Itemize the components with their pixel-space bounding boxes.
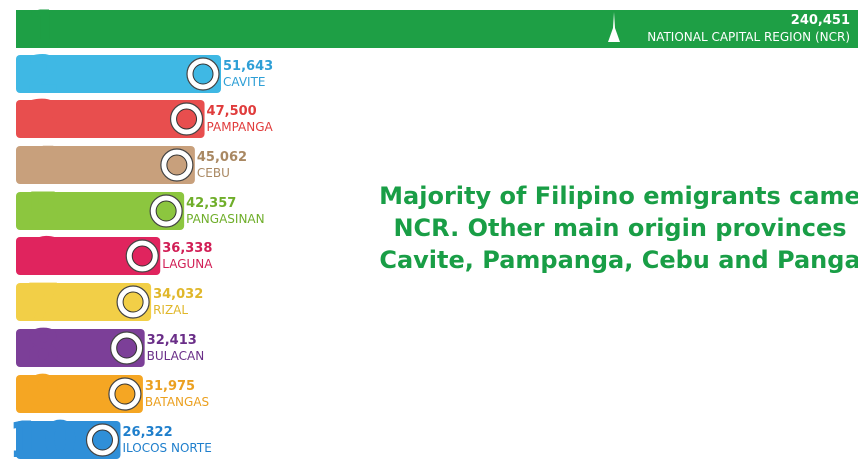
headline-line-3: Cavite, Pampanga, Cebu and Panga	[379, 246, 858, 274]
bar-8	[16, 329, 145, 367]
value-label: 240,451	[791, 13, 850, 28]
seal-center-icon	[116, 337, 138, 359]
rank-label: 9	[26, 365, 61, 423]
value-label: 42,357	[186, 196, 236, 211]
rank-label: 1	[26, 0, 61, 58]
value-label: 34,032	[153, 287, 203, 302]
category-label: BATANGAS	[145, 395, 209, 409]
seal-center-icon	[122, 291, 144, 313]
bar-7	[16, 283, 152, 321]
category-label: BULACAN	[147, 349, 205, 363]
category-label: PAMPANGA	[207, 120, 274, 134]
value-label: 51,643	[223, 59, 273, 74]
bar-9	[16, 375, 143, 413]
rank-label: 3	[26, 90, 61, 148]
category-label: CEBU	[197, 166, 230, 180]
seal-center-icon	[131, 245, 153, 267]
category-label: ILOCOS NORTE	[122, 441, 211, 455]
seal-center-icon	[114, 383, 136, 405]
value-label: 31,975	[145, 379, 195, 394]
bar-6	[16, 237, 161, 275]
category-label: CAVITE	[223, 75, 265, 89]
seal-center-icon	[192, 63, 214, 85]
bar-1	[16, 10, 858, 48]
value-label: 36,338	[162, 241, 212, 256]
value-label: 47,500	[207, 104, 257, 119]
rank-label: 8	[26, 319, 61, 377]
category-label: LAGUNA	[162, 257, 213, 271]
value-label: 32,413	[147, 333, 197, 348]
headline: Majority of Filipino emigrants came NCR.…	[300, 180, 858, 276]
seal-center-icon	[91, 429, 113, 451]
headline-line-2: NCR. Other main origin provinces	[393, 214, 847, 242]
rank-label: 10	[8, 411, 78, 469]
bar-3	[16, 100, 205, 138]
seal-center-icon	[176, 108, 198, 130]
bar-5	[16, 192, 185, 230]
value-label: 26,322	[122, 425, 172, 440]
rank-label: 5	[26, 182, 61, 240]
headline-line-1: Majority of Filipino emigrants came	[379, 182, 858, 210]
rank-label: 7	[26, 273, 61, 331]
seal-center-icon	[166, 154, 188, 176]
value-label: 45,062	[197, 150, 247, 165]
category-label: NATIONAL CAPITAL REGION (NCR)	[647, 30, 850, 44]
category-label: PANGASINAN	[186, 212, 264, 226]
rank-label: 6	[26, 227, 61, 285]
seal-center-icon	[155, 200, 177, 222]
bar-2	[16, 55, 221, 93]
rank-label: 2	[26, 45, 61, 103]
rank-label: 4	[26, 136, 61, 194]
monument-icon	[608, 12, 620, 42]
bar-4	[16, 146, 195, 184]
category-label: RIZAL	[153, 303, 188, 317]
